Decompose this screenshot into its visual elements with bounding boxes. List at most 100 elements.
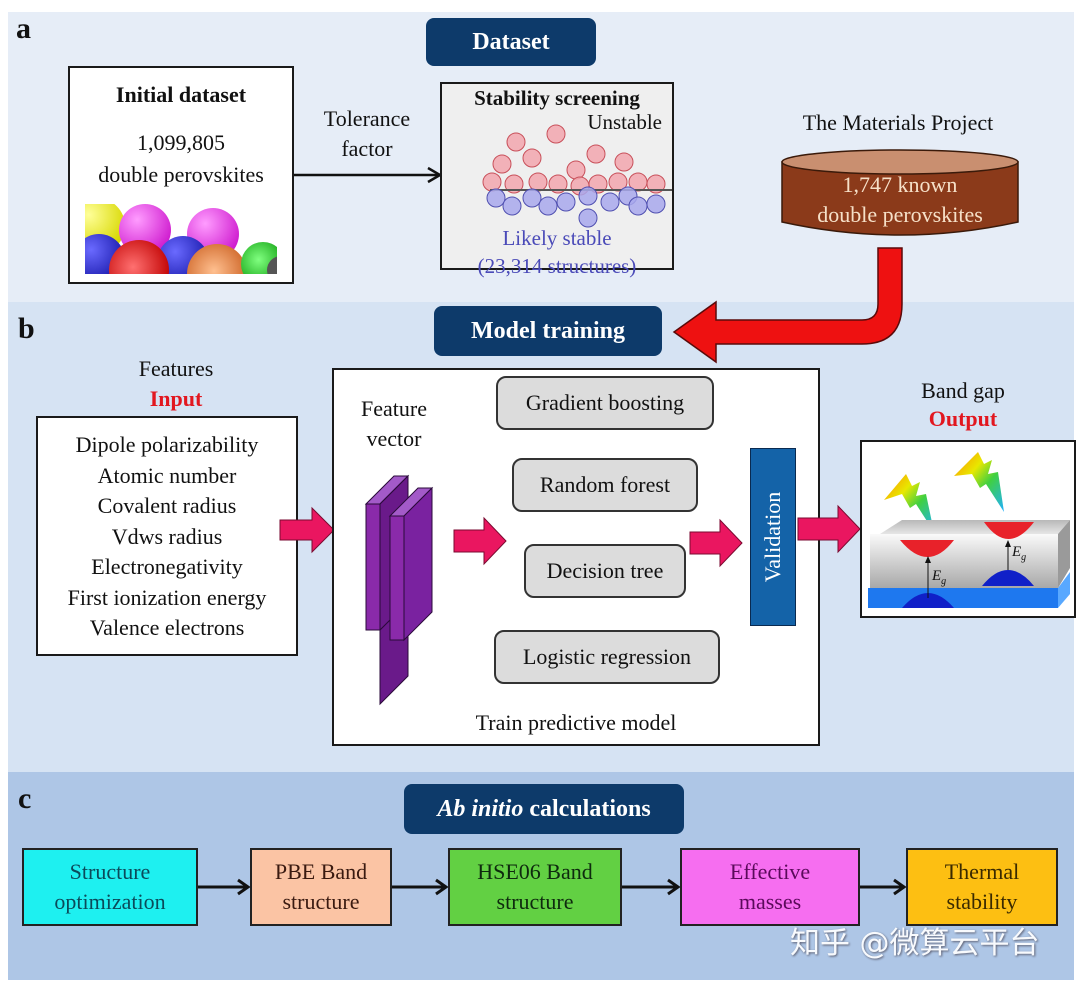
unstable-particle — [586, 144, 606, 164]
arrow-vector-to-models — [453, 516, 507, 566]
output-label: Output — [928, 406, 998, 431]
step-arrow — [622, 878, 681, 896]
algorithm-random-forest: Random forest — [512, 458, 698, 512]
step-line1: Structure — [69, 859, 151, 884]
stable-particle — [486, 188, 506, 208]
panel-label-a: a — [16, 12, 31, 45]
feature-item: Vdws radius — [111, 523, 223, 549]
eg-label-2: Eg — [1012, 544, 1026, 563]
eg-symbol-1: E — [932, 568, 942, 584]
tolerance-factor-label: Tolerance factor — [304, 104, 430, 164]
algorithm-logistic-regression: Logistic regression — [494, 630, 720, 684]
calculation-step-label: PBE Band structure — [275, 857, 367, 917]
stable-particle — [556, 192, 576, 212]
dataset-title-pill: Dataset — [426, 18, 596, 66]
step-line2: optimization — [54, 889, 166, 914]
step-line2: masses — [738, 889, 802, 914]
input-label: Input — [149, 386, 203, 411]
sphere-green — [241, 242, 277, 274]
unstable-particle — [614, 152, 634, 172]
feature-vector-line1: Feature — [361, 396, 427, 421]
ab-initio-italic: Ab initio — [437, 795, 524, 822]
stable-particles-svg — [486, 186, 666, 228]
calculation-step: HSE06 Band structure — [448, 848, 622, 926]
tolerance-label-line1: Tolerance — [323, 106, 411, 131]
stable-particle — [578, 186, 598, 206]
algorithm-decision-tree: Decision tree — [524, 544, 686, 598]
model-training-title-pill: Model training — [434, 306, 662, 356]
step-arrow — [860, 878, 907, 896]
perovskite-spheres-image — [85, 204, 277, 274]
calculation-step: PBE Band structure — [250, 848, 392, 926]
eg-label-1: Eg — [932, 568, 946, 587]
sphere-gray — [267, 256, 277, 274]
watermark: 知乎 @微算云平台 — [790, 926, 1040, 961]
calculation-step: Effective masses — [680, 848, 860, 926]
feature-vector-line2: vector — [366, 426, 422, 451]
unstable-particle — [492, 154, 512, 174]
unstable-particles — [482, 124, 666, 196]
valence-band-2 — [982, 570, 1034, 586]
feature-item: Valence electrons — [89, 615, 245, 640]
step-line2: stability — [946, 889, 1018, 914]
stable-particles — [486, 186, 666, 228]
stable-count-label: (23,314 structures) — [477, 254, 637, 278]
eg-subscript-1: g — [941, 576, 947, 587]
arrow-features-to-vector — [279, 506, 335, 554]
stable-particle — [502, 196, 522, 216]
materials-project-to-training-arrow — [672, 247, 903, 364]
stable-particle — [646, 194, 666, 214]
band-gap-output-box: Eg Eg — [860, 440, 1076, 618]
materials-project-database-icon — [781, 149, 1019, 236]
likely-stable-label: Likely stable — [502, 226, 612, 250]
step-line1: PBE Band — [274, 859, 368, 884]
panel-b-model-training: b Model training Features Input Dipole p… — [8, 302, 1076, 772]
step-line1: Effective — [729, 859, 811, 884]
step-line2: structure — [282, 889, 360, 914]
conduction-band-1 — [900, 540, 954, 557]
step-arrow — [198, 878, 251, 896]
panel-label-c: c — [18, 782, 32, 815]
step-line2: structure — [496, 889, 574, 914]
stability-screening-title: Stability screening — [474, 86, 640, 110]
unstable-label: Unstable — [587, 110, 662, 134]
band-gap-illustration — [868, 452, 1070, 608]
conduction-band-2 — [984, 522, 1034, 539]
feature-item: Electronegativity — [91, 554, 243, 579]
stable-particle — [600, 192, 620, 212]
step-line1: Thermal — [944, 859, 1020, 884]
feature-item: First ionization energy — [67, 584, 267, 610]
initial-dataset-title: Initial dataset — [115, 82, 247, 107]
calculation-step-label: HSE06 Band structure — [477, 857, 593, 917]
calculation-step-label: Effective masses — [730, 857, 810, 917]
step-arrow — [392, 878, 449, 896]
unstable-particle — [546, 124, 566, 144]
materials-project-text: 1,747 known double perovskites — [780, 170, 1020, 230]
panel-a-dataset: a Dataset Initial dataset 1,099,805 doub… — [8, 12, 1074, 302]
initial-dataset-description: double perovskites — [98, 162, 264, 187]
feature-item: Atomic number — [97, 462, 237, 488]
calculation-step-label: Thermal stability — [945, 857, 1020, 917]
tolerance-label-line2: factor — [341, 136, 393, 161]
arrow-validation-to-output — [797, 504, 861, 554]
unstable-particle — [522, 148, 542, 168]
step-line1: HSE06 Band — [477, 859, 593, 884]
stable-particle — [522, 188, 542, 208]
materials-project-line2: double perovskites — [817, 202, 983, 227]
materials-project-title: The Materials Project — [802, 110, 994, 135]
train-predictive-model-label: Train predictive model — [475, 710, 677, 735]
algorithm-gradient-boosting: Gradient boosting — [496, 376, 714, 430]
initial-dataset-count: 1,099,805 — [137, 130, 225, 155]
sphere-orange — [187, 244, 247, 274]
eg-subscript-2: g — [1021, 552, 1027, 563]
panel-label-b: b — [18, 312, 35, 345]
arrow-models-to-validation — [689, 518, 743, 568]
train-predictive-model-box: Feature vector Gradient boosting Random … — [332, 368, 820, 746]
feature-item: Covalent radius — [97, 493, 237, 518]
calculation-step: Structure optimization — [22, 848, 198, 926]
unstable-particle — [646, 174, 666, 194]
unstable-particle — [504, 174, 524, 194]
